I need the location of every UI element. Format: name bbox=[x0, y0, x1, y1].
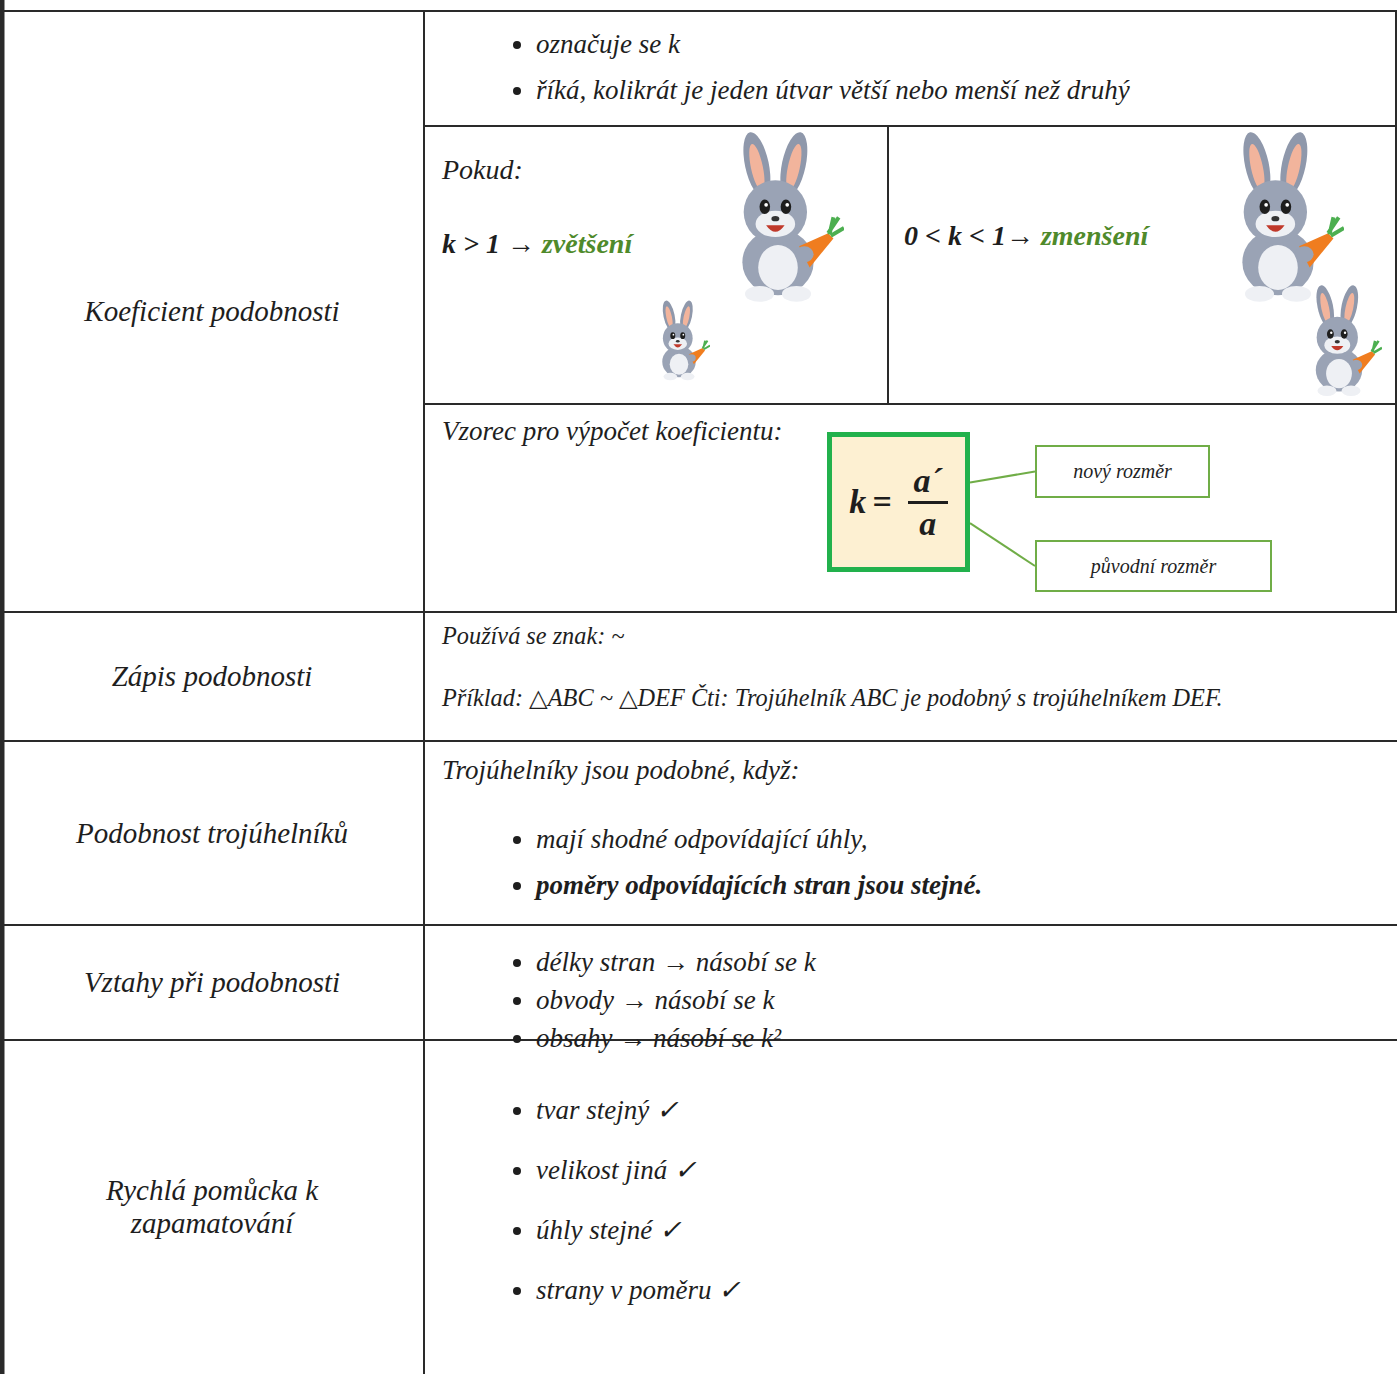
shrink-cell: 0 < k < 1→ zmenšení bbox=[888, 126, 1397, 404]
callout-text: původní rozměr bbox=[1091, 555, 1216, 578]
rule-result: zmenšení bbox=[1041, 220, 1148, 251]
row-heading-text: Vztahy při podobnosti bbox=[84, 966, 340, 999]
rule-condition: 0 < k < 1→ bbox=[904, 220, 1034, 251]
row-heading: Koeficient podobnosti bbox=[0, 11, 424, 612]
memo-cell: tvar stejný ✓ velikost jiná ✓ úhly stejné … bbox=[424, 1040, 1397, 1374]
bullet-item: obsahy → násobí se k² bbox=[536, 1019, 1397, 1057]
list-wrap: mají shodné odpovídající úhly, poměry odp… bbox=[424, 816, 1397, 908]
cell-text: Příklad: △ABC ~ △DEF Čti: Trojúhelník AB… bbox=[442, 680, 1272, 716]
rule-line: k > 1 → zvětšení bbox=[442, 228, 888, 260]
bullet-text: délky stran → násobí se k bbox=[536, 947, 816, 977]
bullet-item: velikost jiná ✓ bbox=[536, 1140, 1397, 1200]
row-heading: Rychlá pomůcka k zapamatování bbox=[0, 1040, 424, 1374]
row-heading-text: Podobnost trojúhelníků bbox=[76, 817, 348, 850]
row-heading-text: Zápis podobnosti bbox=[112, 660, 313, 693]
leader-line bbox=[970, 472, 1035, 483]
rule-condition: k > 1 → bbox=[442, 228, 535, 259]
row-heading: Zápis podobnosti bbox=[0, 612, 424, 741]
bullet-text: velikost jiná ✓ bbox=[536, 1155, 697, 1185]
cell-text: Trojúhelníky jsou podobné, když: bbox=[442, 755, 1397, 786]
bullet-cell: označuje se k říká, kolikrát je jeden útv… bbox=[424, 11, 1397, 126]
row-heading: Vztahy při podobnosti bbox=[0, 925, 424, 1040]
formula-equals: = bbox=[872, 483, 891, 521]
bullet-item: strany v poměru ✓ bbox=[536, 1260, 1397, 1320]
cell-text: Používá se znak: ~ bbox=[442, 622, 1379, 650]
bullet-list: označuje se k říká, kolikrát je jeden útv… bbox=[424, 21, 1397, 113]
bullet-text: obvody → násobí se k bbox=[536, 985, 774, 1015]
bullet-item: poměry odpovídajících stran jsou stejné. bbox=[536, 862, 1397, 908]
heading-wrap: Koeficient podobnosti bbox=[84, 295, 339, 328]
fraction: a´a bbox=[908, 461, 948, 542]
bullet-item: tvar stejný ✓ bbox=[536, 1080, 1397, 1140]
intro-text: Pokud: bbox=[442, 154, 888, 186]
heading-wrap: Zápis podobnosti bbox=[112, 660, 313, 693]
numerator: a´ bbox=[908, 461, 948, 503]
bullet-list: mají shodné odpovídající úhly, poměry odp… bbox=[424, 816, 1397, 908]
bullet-text: říká, kolikrát je jeden útvar větší nebo… bbox=[536, 75, 1130, 105]
triangle-cell: Trojúhelníky jsou podobné, když: mají sho… bbox=[424, 741, 1397, 925]
bullet-text: strany v poměru ✓ bbox=[536, 1275, 741, 1305]
bullet-list: tvar stejný ✓ velikost jiná ✓ úhly stejné … bbox=[424, 1080, 1397, 1320]
bullet-text: tvar stejný ✓ bbox=[536, 1095, 679, 1125]
bullet-item: obvody → násobí se k bbox=[536, 981, 1397, 1019]
rule-result: zvětšení bbox=[542, 228, 632, 259]
row-heading-text: Koeficient podobnosti bbox=[84, 295, 339, 328]
leader-line bbox=[970, 523, 1035, 566]
relation-cell: délky stran → násobí se k obvody → násobí… bbox=[424, 925, 1397, 1040]
bullet-text: obsahy → násobí se k² bbox=[536, 1023, 781, 1053]
bullet-text: úhly stejné ✓ bbox=[536, 1215, 682, 1245]
enlarge-cell: Pokud: k > 1 → zvětšení bbox=[424, 126, 888, 404]
bullet-text: poměry odpovídajících stran jsou stejné. bbox=[536, 870, 982, 900]
row-heading-text: Rychlá pomůcka k zapamatování bbox=[30, 1174, 394, 1240]
bullet-item: říká, kolikrát je jeden útvar větší nebo… bbox=[536, 67, 1397, 113]
notation-cell: Používá se znak: ~ Příklad: △ABC ~ △DEF Č… bbox=[424, 612, 1397, 741]
heading-wrap: Rychlá pomůcka k zapamatování bbox=[30, 1174, 394, 1240]
formula-cell: Vzorec pro výpočet koeficientu:k=a´anový… bbox=[424, 404, 1397, 612]
formula-symbol: k bbox=[849, 483, 866, 521]
callout-box: nový rozměr bbox=[1035, 445, 1210, 498]
heading-wrap: Podobnost trojúhelníků bbox=[76, 817, 348, 850]
formula-box: k= a´a bbox=[827, 432, 970, 572]
row-heading: Podobnost trojúhelníků bbox=[0, 741, 424, 925]
denominator: a bbox=[913, 504, 942, 543]
bullet-item: délky stran → násobí se k bbox=[536, 943, 1397, 981]
bullet-item: označuje se k bbox=[536, 21, 1397, 67]
rule-line: 0 < k < 1→ zmenšení bbox=[904, 220, 1397, 252]
bullet-list: délky stran → násobí se k obvody → násobí… bbox=[424, 943, 1397, 1057]
callout-text: nový rozměr bbox=[1073, 460, 1172, 483]
heading-wrap: Vztahy při podobnosti bbox=[84, 966, 340, 999]
bullet-text: mají shodné odpovídající úhly, bbox=[536, 824, 867, 854]
bullet-text: označuje se k bbox=[536, 29, 680, 59]
callout-box: původní rozměr bbox=[1035, 540, 1272, 592]
bullet-item: úhly stejné ✓ bbox=[536, 1200, 1397, 1260]
bullet-item: mají shodné odpovídající úhly, bbox=[536, 816, 1397, 862]
